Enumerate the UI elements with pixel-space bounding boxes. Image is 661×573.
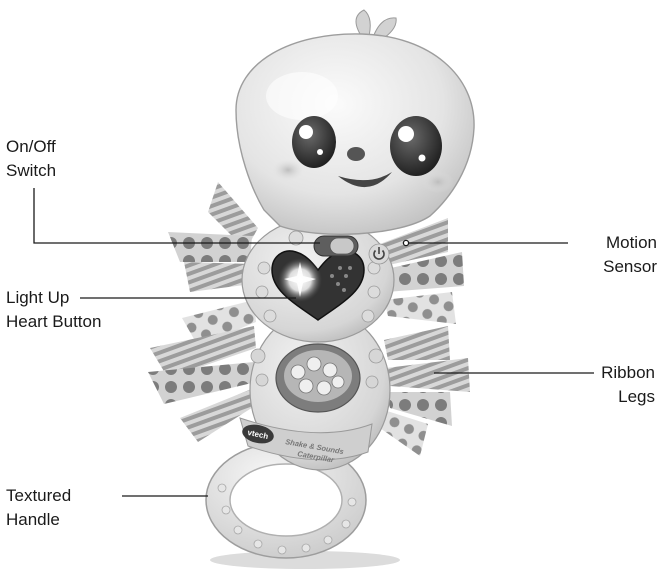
left-eye [292, 116, 336, 168]
light-up-heart-button-label: Light Up Heart Button [6, 286, 101, 334]
ribbon-leg [386, 358, 470, 392]
on-off-switch-label: On/Off Switch [6, 135, 56, 183]
ribbon-leg [384, 292, 456, 324]
label-line: Ribbon [601, 361, 655, 385]
label-line: Legs [601, 385, 655, 409]
motion-sensor-dot [403, 240, 408, 245]
ribbon-leg [168, 232, 252, 262]
label-line: Sensor [603, 255, 657, 279]
ribbon-legs-label: Ribbon Legs [601, 361, 655, 409]
upper-body [242, 218, 394, 342]
label-line: Textured [6, 484, 71, 508]
label-line: Light Up [6, 286, 101, 310]
nose [347, 147, 365, 161]
label-line: Handle [6, 508, 71, 532]
label-line: Motion [603, 231, 657, 255]
ribbon-leg [384, 326, 450, 360]
label-line: On/Off [6, 135, 56, 159]
motion-sensor-label: Motion Sensor [603, 231, 657, 279]
label-line: Switch [6, 159, 56, 183]
textured-handle-label: Textured Handle [6, 484, 71, 532]
right-eye [390, 116, 442, 176]
head [236, 34, 474, 234]
label-line: Heart Button [6, 310, 101, 334]
